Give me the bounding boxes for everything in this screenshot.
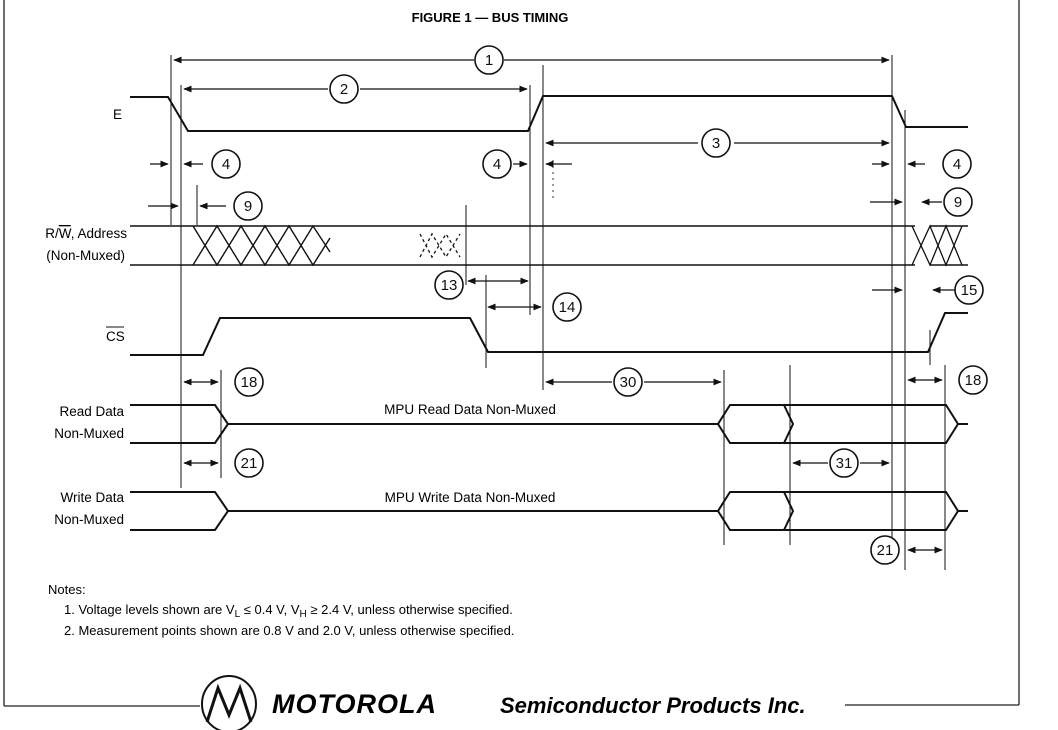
marker-label-9b: 9 <box>954 194 962 211</box>
marker-9b <box>943 187 973 217</box>
figure-title: FIGURE 1 — BUS TIMING <box>412 10 569 25</box>
bus-label-write: MPU Write Data Non-Muxed <box>385 490 556 505</box>
signal-label-write-non-muxed: Non-Muxed <box>54 512 124 527</box>
marker-9a <box>233 191 263 221</box>
marker-label-30: 30 <box>620 374 637 391</box>
notes-header: Notes: <box>48 582 86 597</box>
marker-3 <box>701 128 731 158</box>
marker-label-18b: 18 <box>965 372 982 389</box>
marker-14 <box>552 292 582 322</box>
marker-label-15: 15 <box>961 282 978 299</box>
waveform-cs <box>130 312 968 356</box>
signal-label-read-data: Read Data <box>59 404 124 419</box>
marker-21b <box>870 535 900 565</box>
marker-label-1: 1 <box>485 52 493 69</box>
signal-label-rw-address: R/W, Address <box>45 226 127 241</box>
marker-1 <box>474 45 504 75</box>
waveform-read-data <box>130 404 968 444</box>
note-2: 2. Measurement points shown are 0.8 V an… <box>64 623 514 638</box>
marker-label-4a: 4 <box>222 156 230 173</box>
bus-label-read: MPU Read Data Non-Muxed <box>384 402 556 417</box>
reference-lines <box>170 55 946 570</box>
timing-marker-labels: 1 2 3 4 4 4 9 9 13 14 15 18 18 30 21 31 … <box>222 52 982 559</box>
waveform-write-data <box>130 491 968 531</box>
timing-markers <box>211 45 988 565</box>
marker-label-13: 13 <box>441 277 458 294</box>
marker-31 <box>829 448 859 478</box>
signal-label-e: E <box>113 107 122 122</box>
marker-4c <box>942 149 972 179</box>
marker-4a <box>211 149 241 179</box>
marker-15 <box>954 275 984 305</box>
signal-label-cs: CS <box>106 329 125 344</box>
marker-label-21a: 21 <box>241 455 258 472</box>
signal-labels: E R/W, Address (Non-Muxed) CS Read Data … <box>45 107 127 527</box>
signal-label-read-non-muxed: Non-Muxed <box>54 426 124 441</box>
signal-label-non-muxed-paren: (Non-Muxed) <box>46 248 125 263</box>
marker-label-3: 3 <box>712 135 720 152</box>
marker-label-2: 2 <box>340 81 348 98</box>
page-frame <box>3 0 1020 707</box>
timing-arrows <box>148 56 955 554</box>
marker-label-18a: 18 <box>241 374 258 391</box>
marker-18b <box>958 365 988 395</box>
marker-label-4b: 4 <box>493 156 501 173</box>
marker-21a <box>234 448 264 478</box>
signal-label-write-data: Write Data <box>60 490 124 505</box>
waveform-rw-address <box>130 224 968 267</box>
marker-label-4c: 4 <box>953 156 961 173</box>
marker-label-31: 31 <box>836 455 853 472</box>
notes: Notes: 1. Voltage levels shown are VL ≤ … <box>48 582 514 638</box>
motorola-logo-icon <box>201 675 257 730</box>
waveform-e <box>130 95 968 132</box>
marker-30 <box>613 367 643 397</box>
brand-name: MOTOROLA <box>272 689 437 719</box>
marker-18a <box>234 367 264 397</box>
marker-13 <box>434 270 464 300</box>
marker-label-9a: 9 <box>244 198 252 215</box>
marker-2 <box>329 74 359 104</box>
marker-label-14: 14 <box>559 299 576 316</box>
marker-4b <box>482 149 512 179</box>
brand-division: Semiconductor Products Inc. <box>500 693 806 718</box>
marker-label-21b: 21 <box>877 542 894 559</box>
note-1: 1. Voltage levels shown are VL ≤ 0.4 V, … <box>64 602 513 620</box>
